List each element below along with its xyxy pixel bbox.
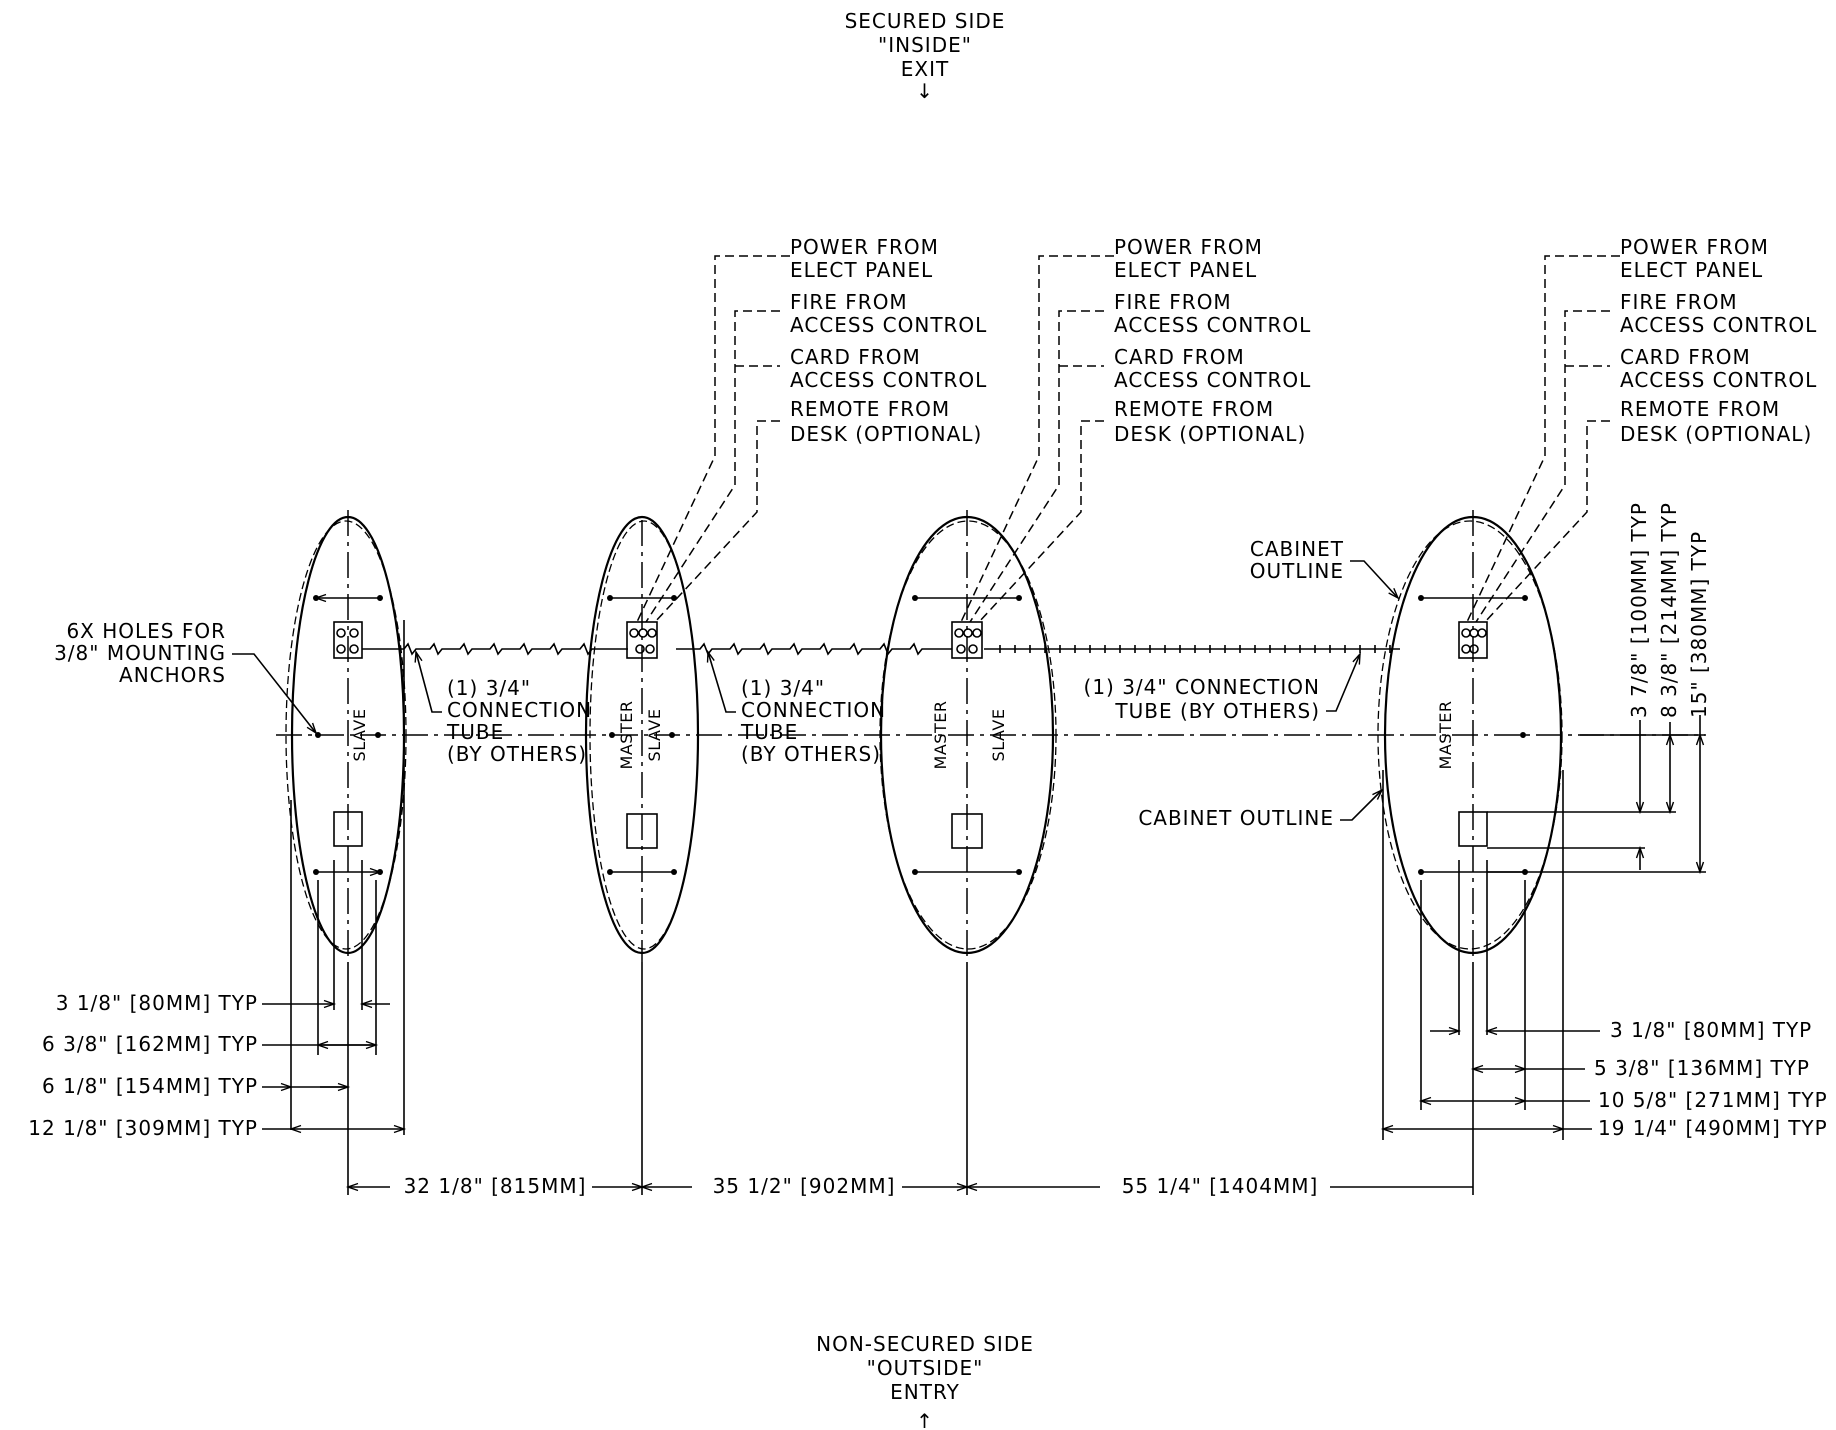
- dim-spacing-3: 55 1/4" [1404MM]: [1122, 1174, 1319, 1198]
- secured-side-label: SECURED SIDE "INSIDE" EXIT ↓: [845, 9, 1006, 103]
- unit-label-slave: SLAVE: [989, 709, 1008, 762]
- dim-left-1: 3 1/8" [80MM] TYP: [56, 991, 258, 1015]
- svg-text:TUBE (BY OTHERS): TUBE (BY OTHERS): [1114, 699, 1320, 723]
- svg-text:ACCESS CONTROL: ACCESS CONTROL: [1114, 368, 1311, 392]
- unit-label-slave: SLAVE: [350, 709, 369, 762]
- feed-fire-label: FIRE FROM: [790, 290, 908, 314]
- svg-text:ACCESS CONTROL: ACCESS CONTROL: [1620, 368, 1817, 392]
- dim-right-1: 3 1/8" [80MM] TYP: [1610, 1018, 1812, 1042]
- svg-text:CONNECTION: CONNECTION: [741, 698, 886, 722]
- svg-text:ACCESS CONTROL: ACCESS CONTROL: [1114, 313, 1311, 337]
- svg-text:(BY OTHERS): (BY OTHERS): [741, 742, 881, 766]
- feed-remote-label: REMOTE FROM: [790, 397, 950, 421]
- svg-text:CABINET: CABINET: [1250, 537, 1344, 561]
- dim-spacing-2: 35 1/2" [902MM]: [713, 1174, 896, 1198]
- svg-text:ACCESS CONTROL: ACCESS CONTROL: [1620, 313, 1817, 337]
- svg-text:DESK (OPTIONAL): DESK (OPTIONAL): [1114, 422, 1306, 446]
- feed-card-label: CARD FROM: [1114, 345, 1245, 369]
- feed-power-label: POWER FROM: [1114, 235, 1263, 259]
- cabinet-box: [626, 813, 658, 849]
- non-secured-side-label: NON-SECURED SIDE "OUTSIDE" ENTRY ↑: [816, 1332, 1034, 1430]
- cabinet-box: [951, 813, 983, 849]
- svg-text:ELECT PANEL: ELECT PANEL: [790, 258, 933, 282]
- svg-text:(1) 3/4" CONNECTION: (1) 3/4" CONNECTION: [1084, 675, 1320, 699]
- left-dimensions: 3 1/8" [80MM] TYP 6 3/8" [162MM] TYP 6 1…: [28, 620, 407, 1195]
- note-connection-tube-3: (1) 3/4" CONNECTION TUBE (BY OTHERS): [1084, 652, 1361, 723]
- unit-label-master: MASTER: [1436, 701, 1455, 770]
- svg-text:OUTLINE: OUTLINE: [1250, 559, 1344, 583]
- svg-text:(BY OTHERS): (BY OTHERS): [447, 742, 587, 766]
- feed-card-label: CARD FROM: [790, 345, 921, 369]
- feed-card-label: CARD FROM: [1620, 345, 1751, 369]
- junction-box: [951, 621, 983, 659]
- svg-text:EXIT: EXIT: [901, 57, 949, 81]
- dim-right-4: 19 1/4" [490MM] TYP: [1598, 1116, 1828, 1140]
- svg-text:ACCESS CONTROL: ACCESS CONTROL: [790, 313, 987, 337]
- cabinet-box: [1458, 811, 1488, 847]
- dim-left-4: 12 1/8" [309MM] TYP: [28, 1116, 258, 1140]
- dim-vertical-2: 8 3/8" [214MM] TYP: [1657, 502, 1681, 718]
- feed-power-label: POWER FROM: [1620, 235, 1769, 259]
- turnstile-unit-1: SLAVE: [285, 510, 407, 962]
- svg-text:DESK (OPTIONAL): DESK (OPTIONAL): [790, 422, 982, 446]
- svg-text:6X HOLES FOR: 6X HOLES FOR: [66, 619, 226, 643]
- svg-text:ACCESS CONTROL: ACCESS CONTROL: [790, 368, 987, 392]
- dim-vertical-3: 15" [380MM] TYP: [1687, 531, 1711, 718]
- svg-text:ANCHORS: ANCHORS: [119, 663, 226, 687]
- svg-text:(1) 3/4": (1) 3/4": [741, 676, 825, 700]
- svg-text:ELECT PANEL: ELECT PANEL: [1620, 258, 1763, 282]
- svg-text:DESK (OPTIONAL): DESK (OPTIONAL): [1620, 422, 1812, 446]
- svg-text:SECURED SIDE: SECURED SIDE: [845, 9, 1006, 33]
- vertical-dimensions: 3 7/8" [100MM] TYP 8 3/8" [214MM] TYP 15…: [1487, 502, 1711, 875]
- svg-text:TUBE: TUBE: [740, 720, 798, 744]
- svg-text:"OUTSIDE": "OUTSIDE": [867, 1356, 984, 1380]
- dim-spacing-1: 32 1/8" [815MM]: [404, 1174, 587, 1198]
- dim-right-3: 10 5/8" [271MM] TYP: [1598, 1088, 1828, 1112]
- unit-label-master: MASTER: [931, 701, 950, 770]
- feed-conduits-2: POWER FROM ELECT PANEL FIRE FROM ACCESS …: [960, 235, 1311, 623]
- svg-text:CABINET OUTLINE: CABINET OUTLINE: [1138, 806, 1334, 830]
- feed-fire-label: FIRE FROM: [1620, 290, 1738, 314]
- note-connection-tube-2: (1) 3/4" CONNECTION TUBE (BY OTHERS): [706, 649, 886, 766]
- note-mounting-holes: 6X HOLES FOR 3/8" MOUNTING ANCHORS: [54, 619, 318, 735]
- dim-left-3: 6 1/8" [154MM] TYP: [42, 1074, 258, 1098]
- note-connection-tube-1: (1) 3/4" CONNECTION TUBE (BY OTHERS): [414, 649, 592, 766]
- svg-text:ENTRY: ENTRY: [890, 1380, 960, 1404]
- feed-conduits-3: POWER FROM ELECT PANEL FIRE FROM ACCESS …: [1466, 235, 1817, 623]
- dim-left-2: 6 3/8" [162MM] TYP: [42, 1032, 258, 1056]
- right-dimensions: 3 1/8" [80MM] TYP 5 3/8" [136MM] TYP 10 …: [1380, 770, 1828, 1195]
- svg-text:"INSIDE": "INSIDE": [878, 33, 972, 57]
- svg-text:TUBE: TUBE: [446, 720, 504, 744]
- note-cabinet-outline-lower: CABINET OUTLINE: [1138, 788, 1384, 830]
- feed-power-label: POWER FROM: [790, 235, 939, 259]
- svg-text:ELECT PANEL: ELECT PANEL: [1114, 258, 1257, 282]
- svg-text:NON-SECURED SIDE: NON-SECURED SIDE: [816, 1332, 1034, 1356]
- dim-vertical-1: 3 7/8" [100MM] TYP: [1627, 502, 1651, 718]
- svg-text:(1) 3/4": (1) 3/4": [447, 676, 531, 700]
- unit-label-master: MASTER: [617, 701, 636, 770]
- turnstile-unit-3: MASTER SLAVE: [879, 510, 1057, 1195]
- note-cabinet-outline-upper: CABINET OUTLINE: [1250, 537, 1400, 600]
- entry-arrow-icon: ↑: [916, 1409, 934, 1430]
- unit-label-slave: SLAVE: [645, 709, 664, 762]
- dim-right-2: 5 3/8" [136MM] TYP: [1594, 1056, 1810, 1080]
- svg-text:CONNECTION: CONNECTION: [447, 698, 592, 722]
- feed-fire-label: FIRE FROM: [1114, 290, 1232, 314]
- spacing-dimensions: 32 1/8" [815MM] 35 1/2" [902MM] 55 1/4" …: [345, 1174, 1473, 1198]
- feed-remote-label: REMOTE FROM: [1114, 397, 1274, 421]
- svg-text:3/8" MOUNTING: 3/8" MOUNTING: [54, 641, 226, 665]
- turnstile-unit-4: MASTER: [1377, 510, 1563, 962]
- feed-remote-label: REMOTE FROM: [1620, 397, 1780, 421]
- junction-box: [626, 621, 658, 659]
- turnstile-unit-2: MASTER SLAVE: [584, 515, 700, 1195]
- feed-conduits-1: POWER FROM ELECT PANEL FIRE FROM ACCESS …: [636, 235, 987, 623]
- exit-arrow-icon: ↓: [916, 79, 934, 103]
- junction-box: [1458, 621, 1488, 659]
- connection-tube: [362, 642, 1400, 656]
